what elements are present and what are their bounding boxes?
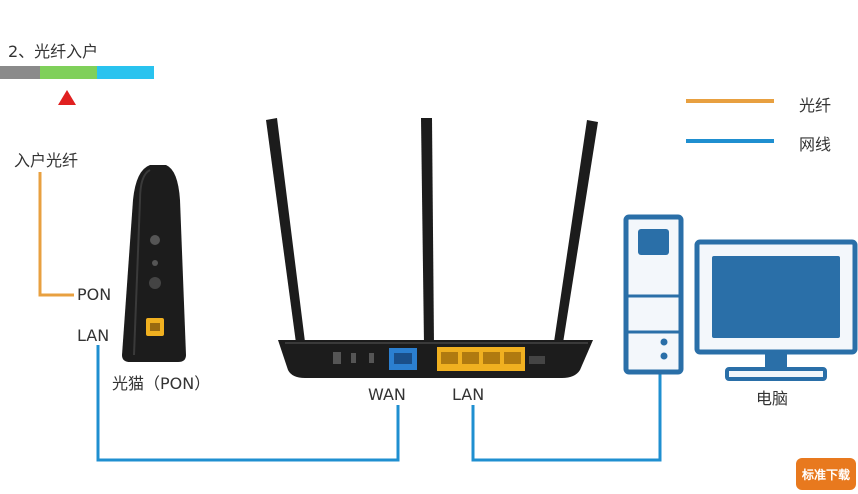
desktop-computer-icon [623,214,858,381]
computer-label: 电脑 [756,389,789,408]
step-title: 2、光纤入户 [8,42,99,61]
progress-segment-1 [0,66,40,79]
cable-router-to-computer [471,372,662,462]
fiber-optic-line [38,172,74,297]
legend-label-cable: 网线 [799,135,832,154]
wan-port-label: WAN [368,385,406,404]
watermark-logo: 标准下载 [796,458,856,490]
current-step-marker-icon [58,90,76,105]
router-lan-port-label: LAN [452,385,485,404]
progress-segment-3 [97,66,154,79]
fiber-in-label: 入户光纤 [14,151,79,170]
pon-port-label: PON [77,285,112,304]
modem-lan-port-label: LAN [77,326,110,345]
optical-modem-icon [122,165,186,362]
wireless-router-icon [266,118,598,378]
cable-modem-to-router [96,345,400,462]
legend-label-fiber: 光纤 [799,96,832,115]
progress-segment-2 [40,66,97,79]
modem-label: 光猫（PON） [112,374,211,393]
